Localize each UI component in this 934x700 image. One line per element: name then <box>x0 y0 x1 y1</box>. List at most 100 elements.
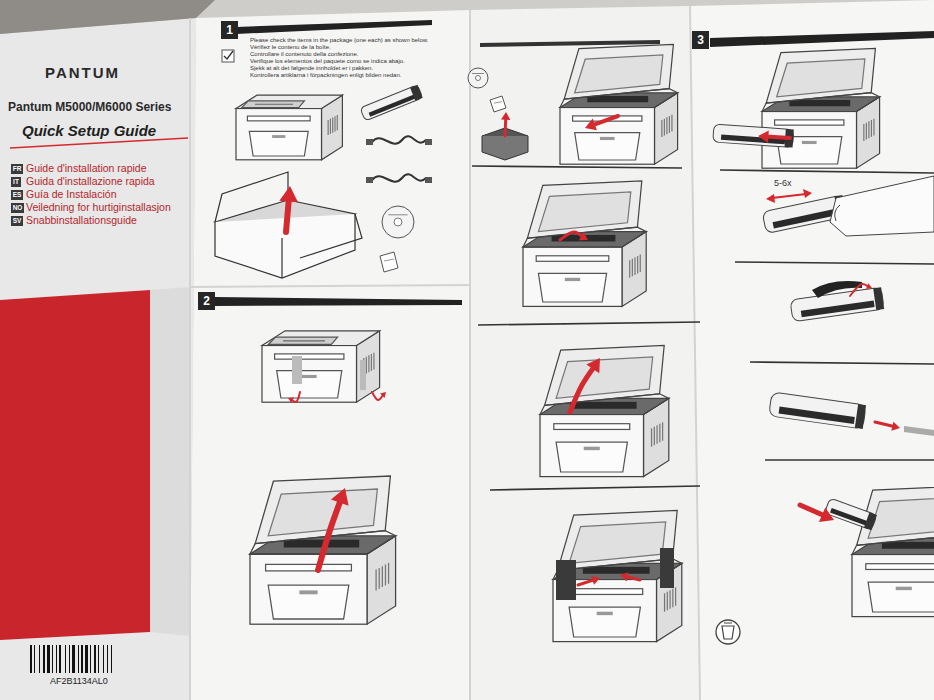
control-panel <box>268 337 337 344</box>
red-arrow-head <box>380 392 386 398</box>
printer-lid <box>556 357 653 398</box>
cover-panel <box>0 18 196 700</box>
barcode-bar <box>72 645 75 673</box>
printer-front <box>262 346 357 403</box>
box-flap <box>300 214 362 258</box>
recycle-icon <box>716 620 740 644</box>
printer-drum <box>570 402 637 409</box>
red-arrow <box>318 500 341 570</box>
toner-cartridge <box>713 124 794 148</box>
side-vent <box>669 590 670 608</box>
instruction-text: Controllare il contenuto della confezion… <box>250 51 358 58</box>
red-arrow <box>875 422 894 427</box>
printer-lid <box>564 45 673 100</box>
language-title: Guía de Instalación <box>26 188 116 200</box>
barcode-bar <box>111 645 112 673</box>
small-box <box>482 136 528 160</box>
language-title: Guida d'installazione rapida <box>26 175 155 187</box>
side-vent <box>651 428 652 446</box>
barcode-bar <box>98 645 99 673</box>
printer-front <box>523 247 622 306</box>
toner-roller <box>830 508 869 526</box>
booklet <box>380 252 398 272</box>
printer-drum <box>789 100 850 106</box>
printer-lever <box>660 548 674 588</box>
printer-hinge <box>560 89 678 108</box>
printer-lid <box>575 55 663 93</box>
step-number: 3 <box>697 34 704 46</box>
side-vent <box>388 563 389 584</box>
barcode-bar <box>103 645 104 673</box>
guide-title: Quick Setup Guide <box>22 122 156 139</box>
red-arrow <box>570 367 594 412</box>
separator-line <box>472 166 682 168</box>
separator-line <box>478 322 700 325</box>
recycle-icon <box>722 623 734 639</box>
language-code: ES <box>13 192 22 199</box>
tray-handle <box>600 137 615 140</box>
language-code: FR <box>13 166 22 173</box>
printer-illustration <box>852 486 934 617</box>
toner-roller <box>773 208 839 228</box>
paper-panel <box>190 10 470 700</box>
side-vent <box>332 117 333 132</box>
language-badge: IT <box>11 177 21 187</box>
instruction-text: Kontrollera artiklarna i förpackningen e… <box>250 72 401 79</box>
side-vent <box>373 353 374 370</box>
cd-disc <box>382 206 414 238</box>
printer-front <box>560 108 655 165</box>
tray-handle <box>302 375 317 378</box>
paper-tray <box>556 442 627 472</box>
side-vent <box>654 427 655 445</box>
toner-roller <box>779 406 855 424</box>
printer-hinge <box>762 93 880 112</box>
side-vent <box>666 117 667 134</box>
printer-illustration <box>262 331 380 402</box>
cd-hole <box>394 218 402 226</box>
red-arrow <box>766 137 790 138</box>
printer-top <box>236 95 342 108</box>
red-arrow <box>850 284 868 296</box>
side-vent <box>664 119 665 136</box>
language-title: Veiledning for hurtiginstallasjon <box>26 201 171 213</box>
printer-drum <box>583 567 650 574</box>
red-arrow <box>626 577 640 580</box>
series-name: Pantum M5000/M6000 Series <box>8 101 171 115</box>
side-vent <box>330 119 331 134</box>
red-arrow-head <box>586 358 600 373</box>
box-flap <box>215 172 288 222</box>
cover-fold <box>150 287 190 636</box>
side-vent <box>337 115 338 130</box>
red-arrow <box>504 118 508 136</box>
booklet-line <box>384 259 394 261</box>
red-arrow <box>800 505 824 516</box>
output-slot <box>266 564 352 571</box>
barcode-bar <box>85 645 88 673</box>
printer-front <box>852 555 934 617</box>
instruction-text: Verifique los elementos del paquete como… <box>250 58 405 65</box>
barcode-bar <box>30 645 32 673</box>
control-panel <box>283 340 325 341</box>
barcode-bar <box>43 645 45 673</box>
output-slot <box>775 120 844 125</box>
barcode-bar <box>56 645 57 673</box>
step-banner <box>236 20 432 34</box>
side-vent <box>640 254 641 272</box>
step-banner <box>710 31 934 47</box>
booklet-line <box>494 102 502 104</box>
barcode-bar <box>69 645 70 673</box>
side-vent <box>661 120 662 137</box>
language-code: SV <box>13 218 22 225</box>
red-arrow-head <box>591 576 600 585</box>
toner-body <box>769 392 866 429</box>
toner-end <box>864 512 877 530</box>
printer-front <box>540 415 644 477</box>
side-vent <box>382 566 383 587</box>
cd-print <box>388 214 407 215</box>
barcode-bar <box>78 645 79 673</box>
barcode-bar <box>107 645 108 673</box>
barcode-bar <box>65 645 66 673</box>
tray-handle <box>584 447 600 450</box>
side-vent <box>863 124 864 141</box>
red-arrow <box>292 392 300 402</box>
